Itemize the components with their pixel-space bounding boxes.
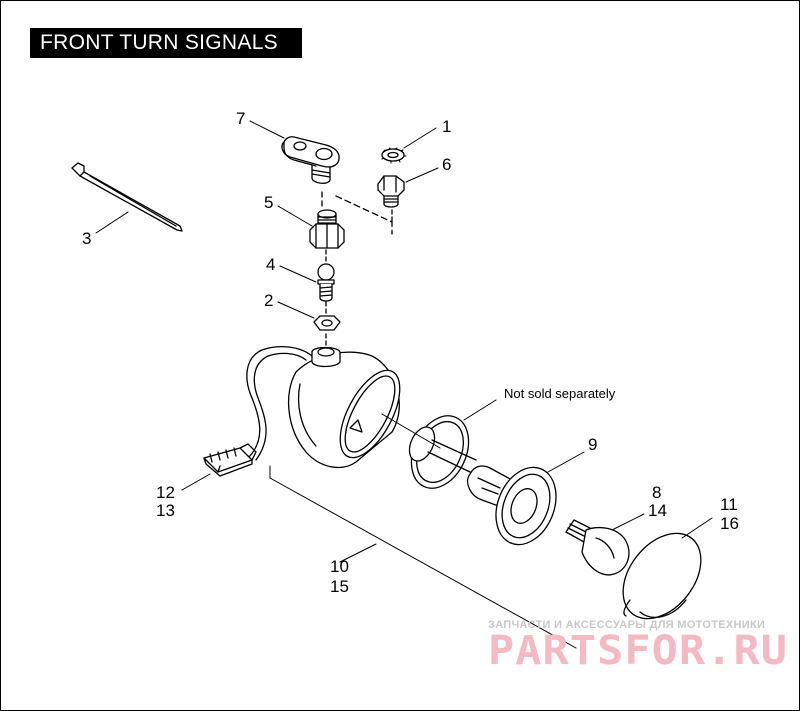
callout-5: 5	[264, 193, 273, 212]
callout-10: 10	[330, 557, 349, 576]
callout-11: 11	[720, 495, 738, 514]
gasket-part	[381, 413, 477, 489]
page-title: FRONT TURN SIGNALS	[30, 28, 302, 58]
callout-16: 16	[720, 514, 739, 533]
lock-washer-part	[381, 147, 407, 164]
wire-connector-part	[203, 443, 257, 477]
bracket-part	[281, 136, 340, 184]
callout-2: 2	[264, 291, 273, 310]
callout-7: 7	[236, 109, 245, 128]
callout-6: 6	[442, 155, 451, 174]
small-nut-part	[313, 315, 341, 331]
bulb-socket-part	[467, 465, 557, 546]
lens-part	[622, 532, 702, 620]
watermark-tagline: ЗАПЧАСТИ И АКСЕССУАРЫ ДЛЯ МОТОТЕХНИКИ	[488, 619, 765, 631]
watermark-brand: PARTSFOR.RU	[488, 628, 788, 674]
callout-1: 1	[442, 117, 451, 136]
callout-8: 8	[652, 483, 661, 502]
callout-13: 13	[156, 501, 175, 520]
leader-lines	[95, 120, 713, 649]
cable-strap-part	[71, 162, 183, 232]
callout-12: 12	[156, 483, 175, 502]
callout-3: 3	[82, 229, 91, 248]
callout-4: 4	[266, 255, 275, 274]
ball-stud-part	[317, 263, 335, 302]
callout-9: 9	[588, 435, 597, 454]
callout-15: 15	[330, 577, 349, 596]
turn-signal-housing-part	[246, 345, 401, 469]
callout-14: 14	[648, 501, 667, 520]
acorn-nut-part	[377, 175, 405, 208]
hex-nut-part	[309, 209, 345, 249]
bulb-part	[565, 519, 630, 576]
not-sold-separately-note: Not sold separately	[504, 386, 616, 401]
